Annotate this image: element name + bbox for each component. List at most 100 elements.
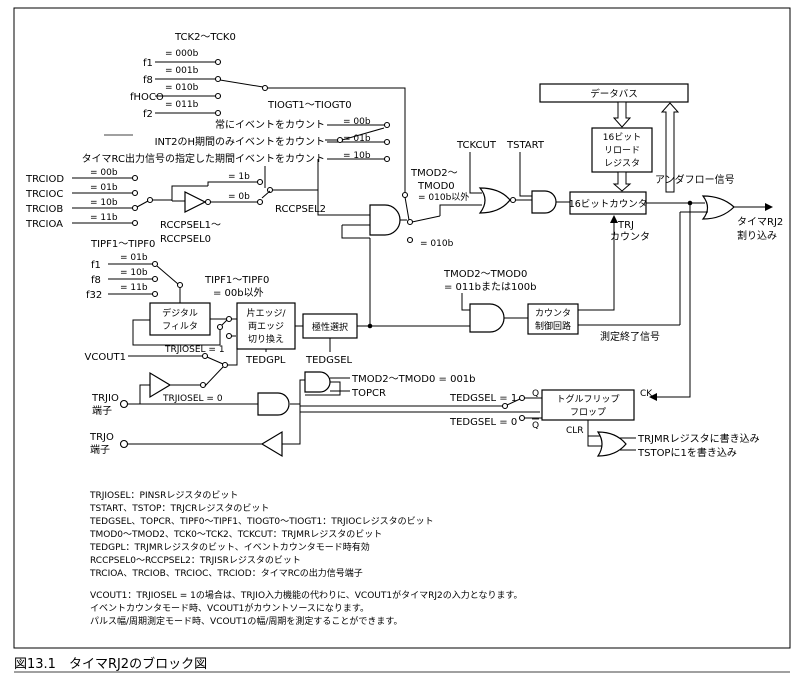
databus-block: データバス 16ビット リロード レジスタ: [539, 83, 689, 193]
ctrl-1: カウンタ: [535, 308, 571, 319]
tipf-code-11: = 11b: [120, 283, 148, 293]
tmod-label-3: = 010b以外: [418, 191, 469, 203]
tckcut-label: TCKCUT: [456, 140, 497, 151]
tiogt-header: TIOGT1～TIOGT0: [267, 100, 352, 111]
tipf-selector: TIPF1～TIPF0 f1 f8 f32 = 01b = 10b = 11b …: [86, 239, 269, 346]
tck-code-011: = 011b: [165, 100, 199, 110]
rccpsel-label-1: RCCPSEL1～: [160, 220, 221, 231]
figure-caption: 図13.1 タイマRJ2のブロック図: [14, 656, 207, 672]
edge-2: 両エッジ: [248, 321, 284, 332]
tmod-label-2: TMOD0: [417, 181, 455, 192]
note-line: TRCIOA、TRCIOB、TRCIOC、TRCIOD：タイマRCの出力信号端子: [89, 567, 363, 579]
tipf-header: TIPF1～TIPF0: [90, 239, 155, 250]
q-label: Q: [532, 389, 539, 399]
trcio-code-01: = 01b: [90, 183, 118, 193]
vcout1-label: VCOUT1: [85, 352, 126, 363]
diagram-frame: [13, 7, 791, 649]
tedgsel-label: TEDGSEL: [305, 355, 353, 366]
tipf-opt-f8: f8: [91, 275, 101, 286]
io-section: VCOUT1 TRJIOSEL = 1 TRJIOSEL = 0 TRJIO 端…: [85, 345, 540, 458]
note2-line: パルス幅/周期測定モード時、VCOUT1の幅/周期を測定することができます。: [90, 615, 403, 627]
count-path: TCKCUT TSTART 16ビットカウンタ TRJ カウンタ: [439, 140, 650, 292]
underflow-label: アンダフロー信号: [655, 173, 735, 186]
note-line: TEDGPL：TRJMRレジスタのビット、イベントカウンタモード時有効: [89, 541, 370, 553]
tiogt-code-01: = 01b: [343, 134, 371, 144]
tck-opt-f1: f1: [143, 58, 153, 69]
digital-filter-box: [149, 302, 211, 336]
note2-line: VCOUT1：TRJIOSEL = 1の場合は、TRJIO入力機能の代わりに、V…: [90, 589, 523, 601]
digital-1: デジタル: [162, 307, 198, 319]
note-line: RCCPSEL0～RCCPSEL2：TRJISRレジスタのビット: [90, 555, 301, 566]
tck-selector: TCK2～TCK0 f1 f8 fHOCO f2 = 000b = 001b =…: [130, 32, 406, 192]
tiogt-opt-trc: タイマRC出力信号の指定した期間イベントをカウント: [82, 152, 325, 165]
trcio-code-11: = 11b: [90, 213, 118, 223]
tmod-label-1: TMOD2～: [410, 168, 458, 179]
trcio-opt-b: TRCIOB: [25, 204, 63, 215]
reload-box: [591, 127, 653, 173]
databus-label: データバス: [590, 88, 638, 100]
reload-3: レジスタ: [604, 158, 640, 169]
note-line: TRJIOSEL：PINSRレジスタのビット: [89, 490, 238, 501]
note-line: TEDGSEL、TOPCR、TIPF0～TIPF1、TIOGT0～TIOGT1：…: [89, 516, 434, 527]
trjio-1: TRJIO: [91, 393, 119, 404]
toggle-1: トグルフリップ: [556, 393, 619, 405]
trcio-code-10: = 10b: [90, 198, 118, 208]
tmod-001-label: TMOD2～TMOD0 = 001b: [351, 374, 476, 385]
tmod-mid-2: = 011bまたは100b: [444, 281, 536, 293]
tck-opt-f2: f2: [143, 109, 153, 120]
tck-code-000: = 000b: [165, 49, 199, 59]
ctrl-2: 制御回路: [535, 320, 571, 332]
trjo-terminal: [119, 439, 129, 449]
trjio-terminal: [119, 399, 129, 409]
event-and-gate: [317, 166, 441, 244]
tck-code-001: = 001b: [165, 66, 199, 76]
irq-2: 割り込み: [737, 229, 777, 242]
edge-polarity: 片エッジ/ 両エッジ 切り換え 極性選択 TEDGPL TEDGSEL: [236, 225, 470, 366]
tipf-other-1: TIPF1～TIPF0: [204, 275, 269, 286]
tiogt-opt-always: 常にイベントをカウント: [215, 118, 325, 131]
tipf-opt-f32: f32: [86, 290, 102, 301]
toggle-box: [541, 389, 635, 421]
trjiosel1-label: TRJIOSEL = 1: [164, 345, 225, 355]
reload-1: 16ビット: [603, 132, 641, 143]
toggle-2: フロップ: [570, 407, 606, 418]
tiogt-selector: TIOGT1～TIOGT0 常にイベントをカウント INT2のH期間のみイベント…: [82, 100, 391, 188]
trcio-opt-d: TRCIOD: [25, 174, 64, 185]
tmod-010: = 010b: [420, 239, 454, 249]
note2-line: イベントカウンタモード時、VCOUT1がカウントソースになります。: [90, 602, 369, 614]
rccpsel2-label: RCCPSEL2: [275, 204, 326, 215]
digital-2: フィルタ: [162, 321, 198, 332]
trj-counter-1: TRJ: [617, 220, 634, 231]
trjo-1: TRJO: [89, 432, 114, 443]
counter-control: TMOD2～TMOD0 = 011bまたは100b カウンタ 制御回路 測定終了…: [443, 269, 680, 343]
tck-code-010: = 010b: [165, 83, 199, 93]
note-line: TMOD0～TMOD2、TCK0～TCK2、TCKCUT：TRJMRレジスタのビ…: [89, 529, 382, 540]
tiogt-code-00: = 00b: [343, 117, 371, 127]
counter-label: 16ビットカウンタ: [569, 199, 648, 210]
databus-box: [539, 83, 689, 103]
trcio-opt-c: TRCIOC: [25, 189, 63, 200]
tedgsel1-label: TEDGSEL = 1: [449, 393, 517, 404]
clr-src-2: TSTOPに1を書き込み: [637, 446, 737, 459]
tipf-code-01: = 01b: [120, 253, 148, 263]
tipf-other-2: = 00b以外: [213, 287, 264, 299]
clr-src-1: TRJMRレジスタに書き込み: [637, 432, 760, 445]
clr-label: CLR: [566, 426, 584, 436]
tstart-label: TSTART: [506, 140, 545, 151]
pol-1b: = 1b: [228, 172, 250, 182]
note-line: TSTART、TSTOP：TRJCRレジスタのビット: [89, 503, 269, 514]
tck-opt-f8: f8: [143, 75, 153, 86]
irq-1: タイマRJ2: [737, 216, 783, 228]
polarity-label: 極性選択: [312, 321, 348, 333]
notes-block: TRJIOSEL：PINSRレジスタのビット TSTART、TSTOP：TRJC…: [89, 490, 523, 627]
trj-counter-2: カウンタ: [610, 231, 650, 243]
tck-opt-fhoco: fHOCO: [130, 92, 164, 103]
tiogt-code-10: = 10b: [343, 151, 371, 161]
tck-header: TCK2～TCK0: [174, 32, 236, 43]
qbar-label: Q: [532, 421, 539, 431]
underflow-path: アンダフロー信号 タイマRJ2 割り込み: [646, 173, 783, 401]
pol-0b: = 0b: [228, 192, 250, 202]
tmod-mid-1: TMOD2～TMOD0: [443, 269, 527, 280]
rccpsel-label-2: RCCPSEL0: [160, 234, 211, 245]
